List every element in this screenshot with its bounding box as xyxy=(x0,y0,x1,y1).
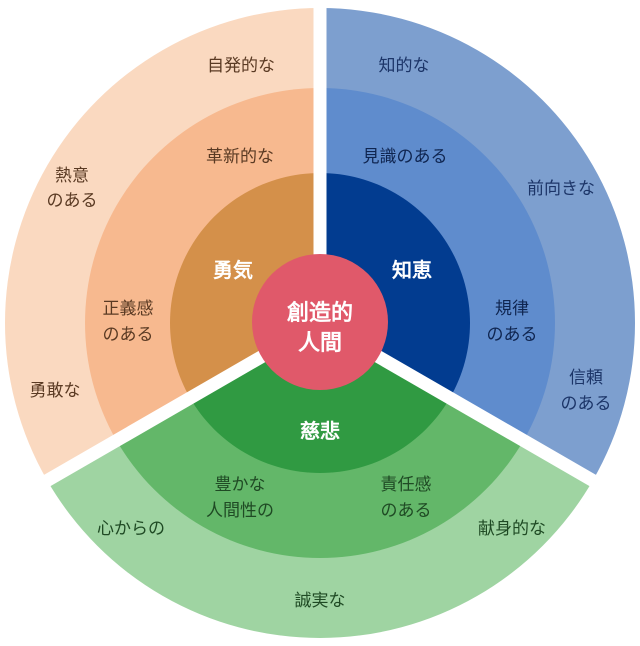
courage-outer-label-1: 自発的な xyxy=(207,56,275,76)
compassion-labels: 豊かな 人間性の 責任感 のある 心からの 誠実な 献身的な xyxy=(97,475,546,611)
wisdom-core-label: 知恵 xyxy=(392,258,432,282)
courage-mid-label-1: 革新的な xyxy=(206,147,274,167)
compassion-mid-label-1a: 豊かな xyxy=(215,475,266,495)
wisdom-labels: 見識のある 規律 のある 知的な 前向きな 信頼 のある xyxy=(363,56,612,414)
wisdom-mid-label-1: 見識のある xyxy=(363,147,448,167)
compassion-outer-label-1: 心からの xyxy=(97,519,165,539)
center-title-line1: 創造的 xyxy=(287,300,353,326)
courage-outer-label-2b: のある xyxy=(47,191,98,211)
wisdom-outer-label-3b: のある xyxy=(561,394,612,414)
wisdom-mid-label-2b: のある xyxy=(487,325,538,345)
compassion-mid-label-1b: 人間性の xyxy=(206,501,274,521)
courage-labels: 革新的な 正義感 のある 自発的な 熱意 のある 勇敢な xyxy=(30,56,276,401)
courage-mid-label-2a: 正義感 xyxy=(103,299,154,319)
wisdom-outer-label-2: 前向きな xyxy=(527,179,595,199)
courage-outer-label-2a: 熱意 xyxy=(55,166,89,186)
wisdom-outer-label-1: 知的な xyxy=(379,56,430,76)
courage-core-label: 勇気 xyxy=(213,258,253,282)
center-title-line2: 人間 xyxy=(298,331,342,356)
courage-outer-label-3: 勇敢な xyxy=(30,381,81,401)
compassion-mid-label-2a: 責任感 xyxy=(381,475,432,495)
compassion-outer-label-3: 献身的な xyxy=(478,519,546,539)
wisdom-outer-label-3a: 信頼 xyxy=(569,368,603,388)
compassion-core xyxy=(190,323,450,473)
compassion-outer-label-2: 誠実な xyxy=(295,591,346,611)
wisdom-mid-label-2a: 規律 xyxy=(495,299,529,319)
compassion-mid-label-2b: のある xyxy=(381,501,432,521)
compassion-core-label: 慈悲 xyxy=(300,419,340,443)
courage-mid-label-2b: のある xyxy=(103,325,154,345)
center-circle xyxy=(252,254,388,390)
